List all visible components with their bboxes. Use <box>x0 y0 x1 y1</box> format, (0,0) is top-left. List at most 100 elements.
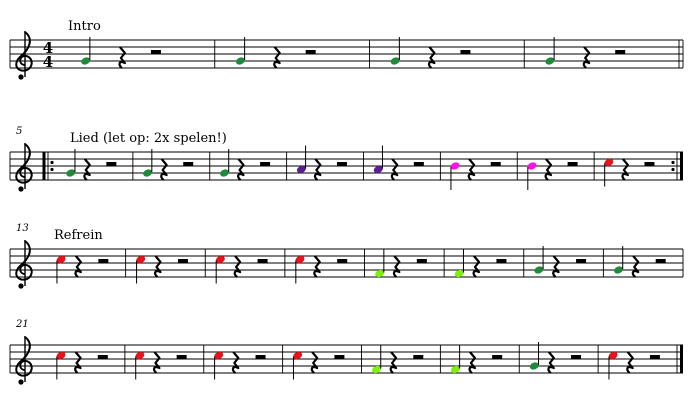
quarter-rest-icon <box>160 158 168 181</box>
quarter-note-C <box>215 255 225 284</box>
notehead <box>450 162 460 170</box>
quarter-note-G <box>143 149 153 177</box>
notehead <box>454 269 464 278</box>
measure <box>372 345 441 374</box>
measure-number: 5 <box>16 126 22 137</box>
notehead <box>215 255 225 264</box>
quarter-rest-icon <box>74 351 82 374</box>
measure <box>534 246 604 278</box>
half-rest-icon <box>255 355 266 359</box>
measure <box>450 152 518 190</box>
half-rest-icon <box>576 259 587 263</box>
measure <box>292 345 362 380</box>
measure <box>390 37 525 69</box>
quarter-rest-icon <box>118 46 126 69</box>
quarter-note-G <box>545 37 555 65</box>
half-rest-icon <box>97 355 108 359</box>
notehead <box>534 266 544 274</box>
quarter-rest-icon <box>231 351 240 374</box>
repeat-dot <box>671 160 675 165</box>
quarter-rest-icon <box>390 158 399 181</box>
measure <box>295 249 365 284</box>
notehead <box>545 57 555 65</box>
measure <box>215 249 286 284</box>
quarter-note-F <box>372 345 382 374</box>
measure <box>450 345 520 374</box>
repeat-dot <box>50 167 54 172</box>
notehead <box>372 365 381 374</box>
quarter-rest-icon <box>389 351 398 374</box>
half-rest-icon <box>413 355 424 359</box>
half-rest-icon <box>496 259 507 263</box>
notehead <box>608 351 618 360</box>
quarter-note-C <box>214 351 224 380</box>
repeat-dot <box>671 167 675 172</box>
half-rest-icon <box>150 50 161 54</box>
notehead <box>296 165 306 174</box>
half-rest-icon <box>416 259 427 263</box>
quarter-note-C <box>56 255 66 284</box>
half-rest-icon <box>176 355 187 359</box>
half-rest-icon <box>615 50 626 54</box>
notehead <box>220 169 229 177</box>
quarter-rest-icon <box>83 158 91 181</box>
quarter-rest-icon <box>582 46 591 69</box>
staff-system: 5 Lied (let op: 2x spelen!) <box>9 126 683 192</box>
notehead <box>56 351 66 360</box>
half-rest-icon <box>177 259 188 263</box>
half-rest-icon <box>490 162 501 166</box>
quarter-rest-icon <box>313 255 321 278</box>
half-rest-icon <box>567 162 578 166</box>
quarter-rest-icon <box>621 158 629 181</box>
half-rest-icon <box>260 162 271 166</box>
notehead <box>390 57 400 65</box>
quarter-rest-icon <box>233 255 242 278</box>
measure <box>56 249 127 284</box>
quarter-note-G <box>529 342 539 370</box>
time-signature: 44 <box>43 39 53 71</box>
quarter-note-F <box>375 249 385 278</box>
quarter-note-G <box>66 149 76 177</box>
half-rest-icon <box>334 355 345 359</box>
half-rest-icon <box>644 162 655 166</box>
measure <box>56 345 126 380</box>
notehead <box>66 169 76 177</box>
quarter-note-C <box>608 351 618 380</box>
quarter-note-C <box>295 255 305 284</box>
notehead <box>373 165 383 174</box>
measure <box>136 249 206 284</box>
quarter-rest-icon <box>468 351 477 374</box>
time-signature-bottom: 4 <box>43 53 53 71</box>
notehead <box>81 57 91 65</box>
quarter-note-G <box>534 246 544 274</box>
quarter-note-C <box>136 255 146 284</box>
half-rest-icon <box>337 259 348 263</box>
half-rest-icon <box>413 162 424 166</box>
notehead <box>295 255 305 264</box>
notehead <box>235 57 245 65</box>
quarter-note-C <box>56 351 66 380</box>
notehead <box>614 266 623 274</box>
notehead <box>56 255 66 264</box>
quarter-rest-icon <box>427 46 436 69</box>
quarter-rest-icon <box>310 351 319 374</box>
measure <box>296 145 364 181</box>
measure <box>614 246 666 278</box>
notehead <box>293 351 303 360</box>
treble-clef-icon <box>15 240 33 289</box>
quarter-rest-icon <box>631 255 640 278</box>
half-rest-icon <box>336 162 347 166</box>
treble-clef-icon <box>15 143 33 192</box>
measure <box>235 37 370 69</box>
half-rest-icon <box>655 259 666 263</box>
quarter-rest-icon <box>153 255 162 278</box>
section-title: Lied (let op: 2x spelen!) <box>70 131 227 146</box>
section-title: Intro <box>68 19 101 34</box>
measure <box>608 351 660 380</box>
quarter-note-G <box>235 37 246 65</box>
measure <box>527 152 595 190</box>
half-rest-icon <box>257 259 268 263</box>
measure <box>545 37 626 69</box>
measure <box>135 345 205 380</box>
